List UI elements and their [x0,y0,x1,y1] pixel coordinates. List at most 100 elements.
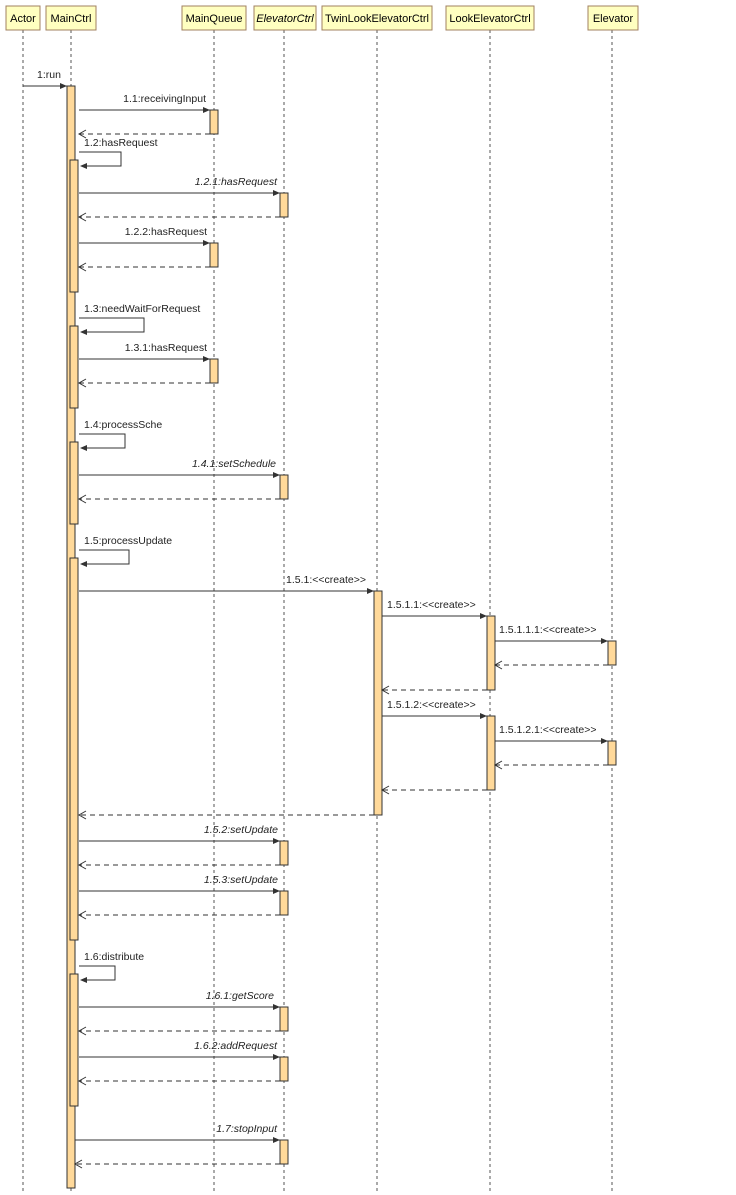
participant-mainqueue[interactable]: MainQueue [181,5,247,31]
message-1-3[interactable]: 1.3:needWaitForRequest [79,303,200,335]
message-label: 1.3.1:hasRequest [125,342,207,354]
return-arrow-head [77,910,87,920]
arrow-head [80,561,87,567]
message-1-6-1[interactable]: 1.6.1:getScore [77,990,280,1036]
message-label: 1.2.1:hasRequest [195,176,278,188]
arrow-head [367,588,374,594]
message-label: 1.5.2:setUpdate [204,824,278,836]
return-arrow-head [73,1159,83,1169]
lifelines [22,30,613,1193]
return-arrow-head [77,494,87,504]
return-arrow-head [493,760,503,770]
participant-label: MainCtrl [51,13,92,25]
activation-bar [607,740,617,766]
participant-label: Actor [10,13,36,25]
participant-label: Elevator [593,13,634,25]
self-call-line [79,433,126,449]
message-1-5-1-2[interactable]: 1.5.1.2:<<create>> [380,699,487,795]
activation-bar [69,441,79,525]
activation-bar [69,325,79,409]
message-1-1[interactable]: 1.1:receivingInput [77,93,210,139]
message-1-3-1[interactable]: 1.3.1:hasRequest [77,342,210,388]
activation-bar [279,840,289,866]
participant-label: LookElevatorCtrl [449,13,530,25]
message-1-5-1-2-1[interactable]: 1.5.1.2.1:<<create>> [493,724,608,770]
message-label: 1.5.1:<<create>> [286,574,366,586]
message-1-5-2[interactable]: 1.5.2:setUpdate [77,824,280,870]
arrow-head [80,163,87,169]
participant-elevator[interactable]: Elevator [587,5,639,31]
self-call-line [79,965,116,981]
message-1-6-2[interactable]: 1.6.2:addRequest [77,1040,280,1086]
arrow-head [273,888,280,894]
arrow-head [80,329,87,335]
return-arrow-head [77,1026,87,1036]
arrow-head [601,638,608,644]
message-1-5[interactable]: 1.5:processUpdate [79,535,172,567]
message-label: 1:run [37,69,61,81]
self-call-line [79,549,130,565]
message-1-2-2[interactable]: 1.2.2:hasRequest [77,226,210,272]
message-label: 1.5.3:setUpdate [204,874,278,886]
message-label: 1.5.1.2:<<create>> [387,699,476,711]
activation-bar [209,109,219,135]
arrow-head [273,1054,280,1060]
arrow-head [203,356,210,362]
return-arrow-head [380,685,390,695]
participant-box [253,5,317,31]
activation-bar [69,973,79,1107]
participant-elevatorctrl[interactable]: ElevatorCtrl [253,5,317,31]
arrow-head [80,445,87,451]
participant-box [181,5,247,31]
message-label: 1.4.1:setSchedule [192,458,276,470]
activation-bar [279,1056,289,1082]
participant-look[interactable]: LookElevatorCtrl [445,5,535,31]
activation-bar [279,1139,289,1165]
participant-twinlook[interactable]: TwinLookElevatorCtrl [321,5,433,31]
message-label: 1.2:hasRequest [84,137,158,149]
message-label: 1.3:needWaitForRequest [84,303,200,315]
arrow-head [273,1004,280,1010]
messages: 1:run 1.1:receivingInput 1.2:hasRequest 1.2… [23,69,608,1169]
arrow-head [273,190,280,196]
participant-box [445,5,535,31]
activation-bar [69,159,79,293]
activation-bar [486,615,496,691]
activation-bar [279,474,289,500]
message-1-5-1-1-1[interactable]: 1.5.1.1.1:<<create>> [493,624,608,670]
message-1-2[interactable]: 1.2:hasRequest [79,137,158,169]
return-arrow-head [77,212,87,222]
message-1-7[interactable]: 1.7:stopInput [73,1123,280,1169]
message-1-4-1[interactable]: 1.4.1:setSchedule [77,458,280,504]
return-arrow-head [77,129,87,139]
activation-bar [209,358,219,384]
message-1-2-1[interactable]: 1.2.1:hasRequest [77,176,280,222]
message-1[interactable]: 1:run [23,69,67,89]
participant-actor[interactable]: Actor [5,5,41,31]
arrow-head [80,977,87,983]
message-1-5-3[interactable]: 1.5.3:setUpdate [77,874,280,920]
message-label: 1.2.2:hasRequest [125,226,207,238]
arrow-head [203,240,210,246]
activation-bar [279,192,289,218]
self-call-line [79,317,145,333]
message-label: 1.5.1.2.1:<<create>> [499,724,597,736]
message-label: 1.6.1:getScore [206,990,274,1002]
message-label: 1.1:receivingInput [123,93,206,105]
message-1-5-1-1[interactable]: 1.5.1.1:<<create>> [380,599,487,695]
message-label: 1.5:processUpdate [84,535,172,547]
message-1-5-1[interactable]: 1.5.1:<<create>> [77,574,374,820]
activation-bar [373,590,383,816]
message-label: 1.5.1.1:<<create>> [387,599,476,611]
message-1-6[interactable]: 1.6:distribute [79,951,144,983]
message-label: 1.6:distribute [84,951,144,963]
return-arrow-head [77,378,87,388]
message-1-4[interactable]: 1.4:processSche [79,419,162,451]
return-arrow-head [493,660,503,670]
self-call-line [79,151,122,167]
participant-mainctrl[interactable]: MainCtrl [45,5,97,31]
activation-bar [279,1006,289,1032]
participant-box [321,5,433,31]
